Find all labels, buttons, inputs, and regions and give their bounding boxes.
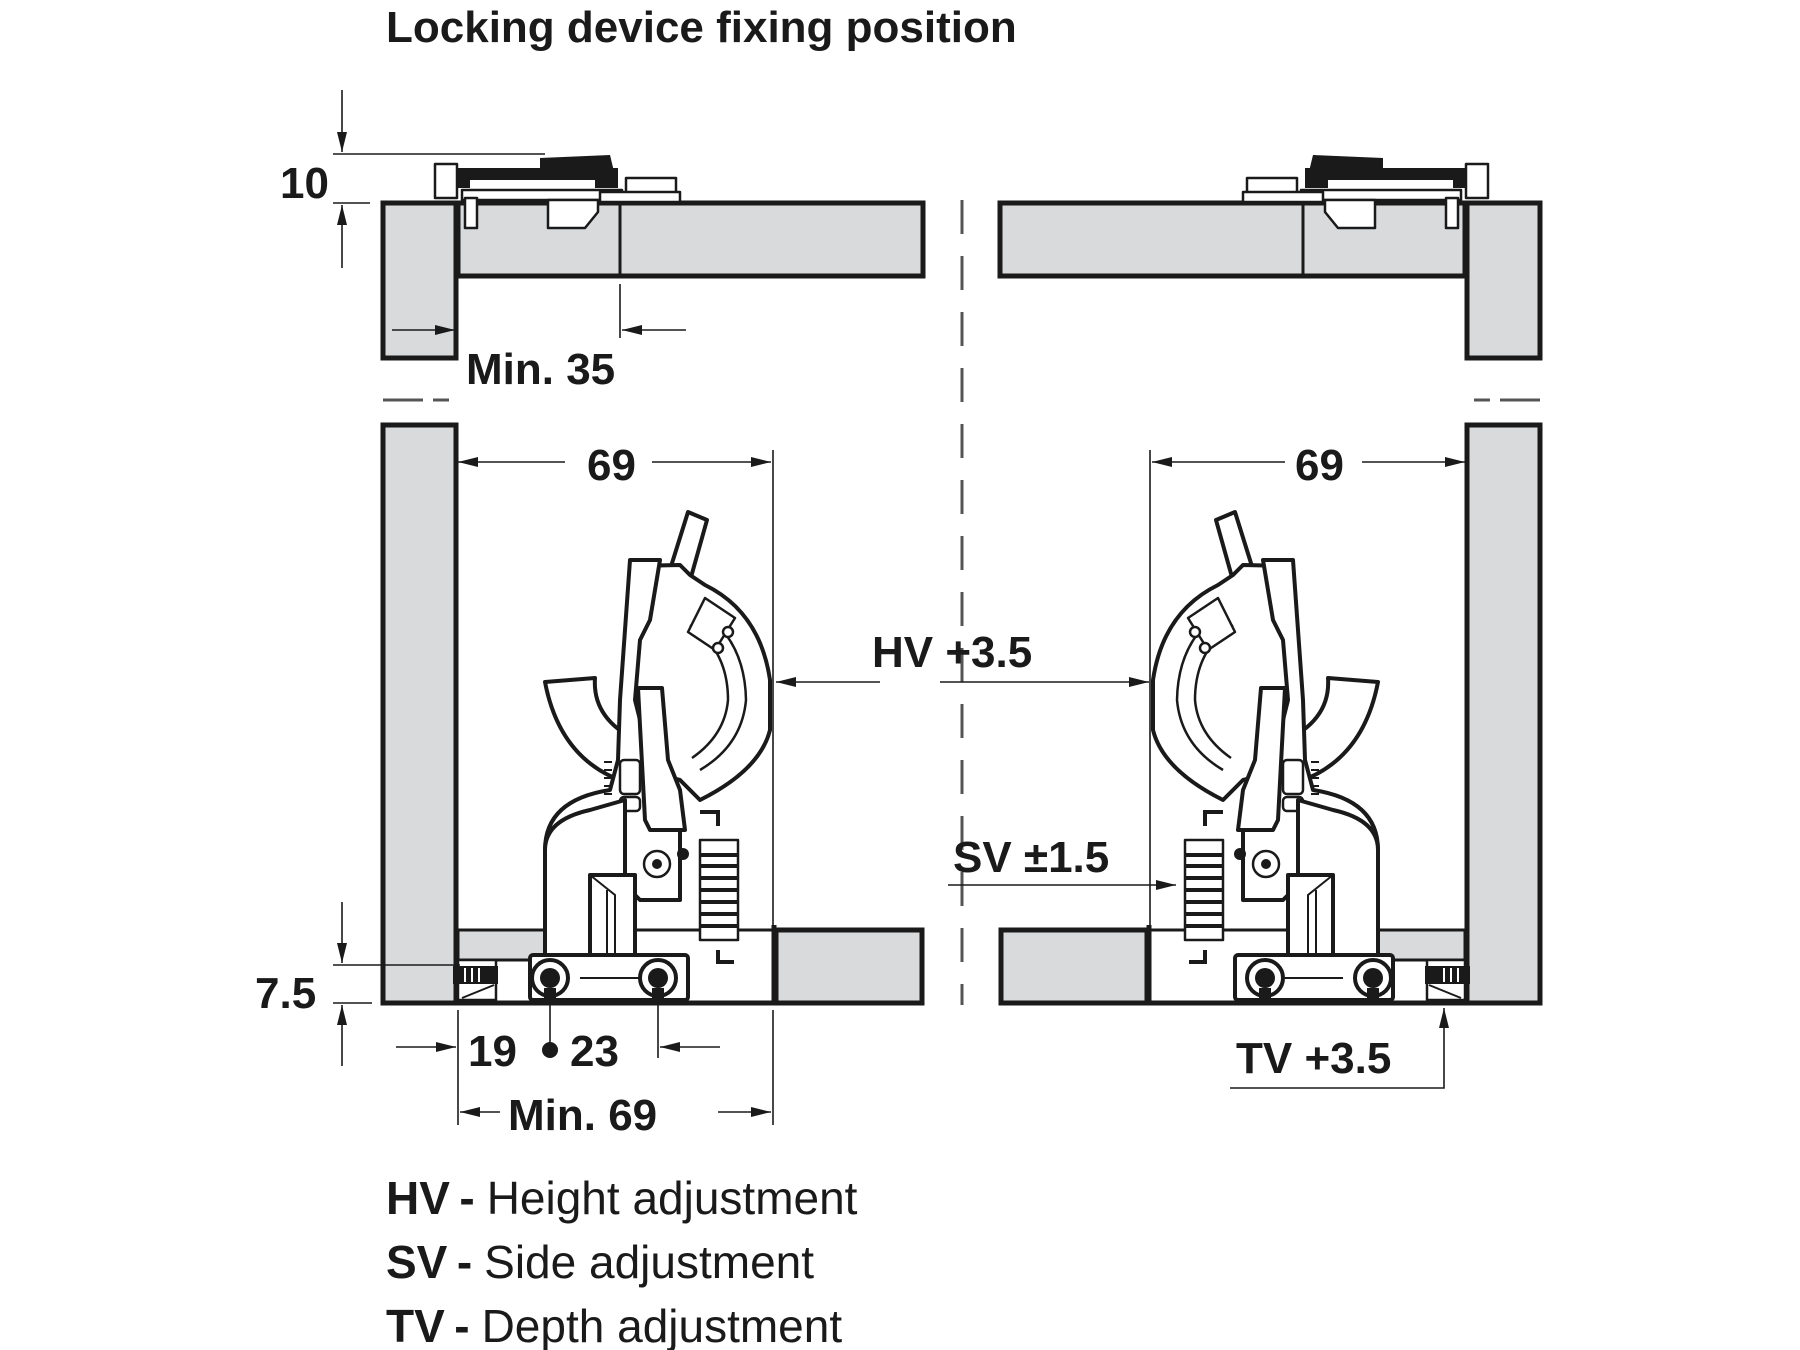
dim-min-69-label: Min. 69 (508, 1091, 657, 1140)
legend-text: Depth adjustment (482, 1300, 843, 1350)
dim-min-35-label: Min. 35 (466, 345, 615, 394)
legend-text: Side adjustment (484, 1236, 814, 1288)
legend: HV-Height adjustment SV-Side adjustment … (386, 1172, 858, 1350)
dim-hv-label: HV +3.5 (872, 628, 1032, 677)
side-panel-front-left (380, 422, 459, 1006)
dim-sv-label: SV ±1.5 (953, 833, 1109, 882)
dim-69-right-label: 69 (1295, 441, 1344, 490)
dimension-10: 10 (280, 90, 545, 268)
dimension-tv: TV +3.5 (1230, 1008, 1449, 1089)
dim-69-left-label: 69 (587, 441, 636, 490)
dimension-min-69: Min. 69 (460, 1010, 774, 1140)
legend-sep: - (457, 1236, 472, 1288)
legend-code: TV (386, 1300, 445, 1350)
front-view-right (998, 422, 1543, 1006)
top-view-right (997, 155, 1543, 402)
dimension-min-35: Min. 35 (392, 284, 686, 394)
dim-7-5-label: 7.5 (255, 969, 316, 1018)
dimension-69-right: 69 (1152, 441, 1465, 490)
svg-text:HV-Height adjustment: HV-Height adjustment (386, 1172, 858, 1224)
legend-text: Height adjustment (487, 1172, 858, 1224)
front-bottom-block-left (773, 927, 925, 1006)
legend-item-sv: SV-Side adjustment (386, 1236, 814, 1288)
dimension-7-5: 7.5 (255, 902, 460, 1066)
legend-item-hv: HV-Height adjustment (386, 1172, 858, 1224)
dim-10-label: 10 (280, 159, 329, 208)
dim-tv-label: TV +3.5 (1236, 1034, 1391, 1083)
svg-text:SV-Side adjustment: SV-Side adjustment (386, 1236, 814, 1288)
legend-sep: - (454, 1300, 469, 1350)
dimension-sv: SV ±1.5 (948, 833, 1176, 890)
depth-screw-left (453, 958, 498, 1002)
dim-19-label: 19 (468, 1027, 517, 1076)
side-panel-top-left (380, 200, 459, 361)
dimension-69-left: 69 (458, 441, 774, 925)
front-panel-top-left (455, 200, 926, 279)
svg-text:TV-Depth adjustment: TV-Depth adjustment (386, 1300, 842, 1350)
diagram-title: Locking device fixing position (386, 3, 1017, 52)
locking-device-front-left (528, 510, 772, 1002)
locking-device-top-left (433, 155, 682, 230)
legend-item-tv: TV-Depth adjustment (386, 1300, 842, 1350)
top-view-left (380, 155, 926, 361)
legend-code: HV (386, 1172, 450, 1224)
legend-code: SV (386, 1236, 448, 1288)
legend-sep: - (459, 1172, 474, 1224)
front-view-left (380, 422, 925, 1006)
dimension-19-23: 19 23 (396, 995, 720, 1125)
dim-23-label: 23 (570, 1027, 619, 1076)
dimension-hv: HV +3.5 (776, 628, 1149, 687)
